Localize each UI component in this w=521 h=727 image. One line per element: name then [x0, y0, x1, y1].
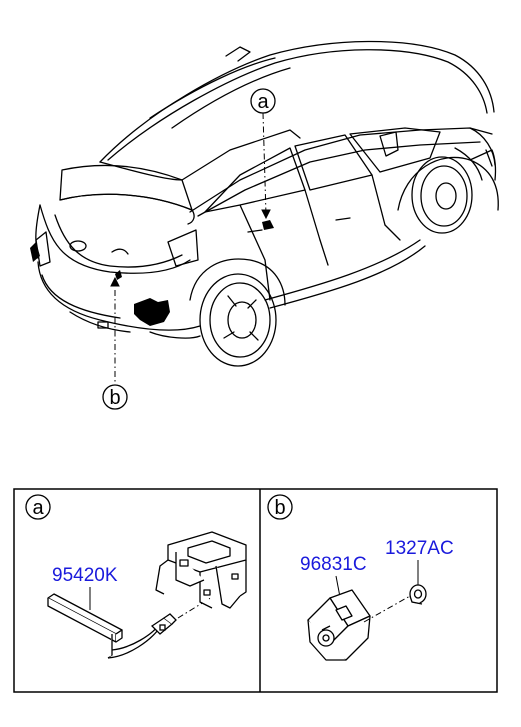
door-component-marker — [262, 220, 274, 230]
rear-left-component — [30, 242, 40, 262]
detail-panel-frame — [13, 488, 498, 693]
leader-line-a — [262, 112, 267, 216]
control-module-icon — [307, 589, 371, 661]
callout-a: a — [250, 88, 276, 114]
panel-b-letter: b — [274, 497, 285, 519]
detail-panels — [13, 488, 498, 693]
panel-a-badge: a — [25, 494, 51, 520]
part-number-95420K: 95420K — [52, 565, 118, 586]
part-96831C-leader — [335, 575, 341, 598]
panel-b-badge: b — [267, 494, 293, 520]
rear-right-component — [134, 298, 170, 326]
antenna-module-icon — [47, 593, 159, 659]
callout-a-letter: a — [257, 91, 269, 113]
part-number-1327AC: 1327AC — [385, 538, 454, 559]
leader-arrow-b — [110, 276, 120, 287]
tailgate-sensor-marker — [115, 270, 122, 280]
nut-icon — [409, 584, 427, 605]
panel-a-letter: a — [32, 497, 44, 519]
part-number-96831C: 96831C — [300, 554, 367, 575]
panel-b: b 96831C 1327AC — [267, 494, 454, 661]
module-dashed-leader — [363, 595, 411, 623]
callout-leader-lines — [114, 112, 267, 385]
connector-icon — [150, 613, 177, 635]
callout-b: b — [102, 384, 128, 410]
vehicle-component-markers — [30, 220, 274, 326]
leader-arrow-a — [261, 209, 271, 220]
callout-b-letter: b — [109, 387, 120, 409]
vehicle-illustration — [35, 40, 499, 367]
panel-a: a 95420K — [25, 494, 247, 659]
mounting-bracket-icon — [155, 531, 247, 609]
